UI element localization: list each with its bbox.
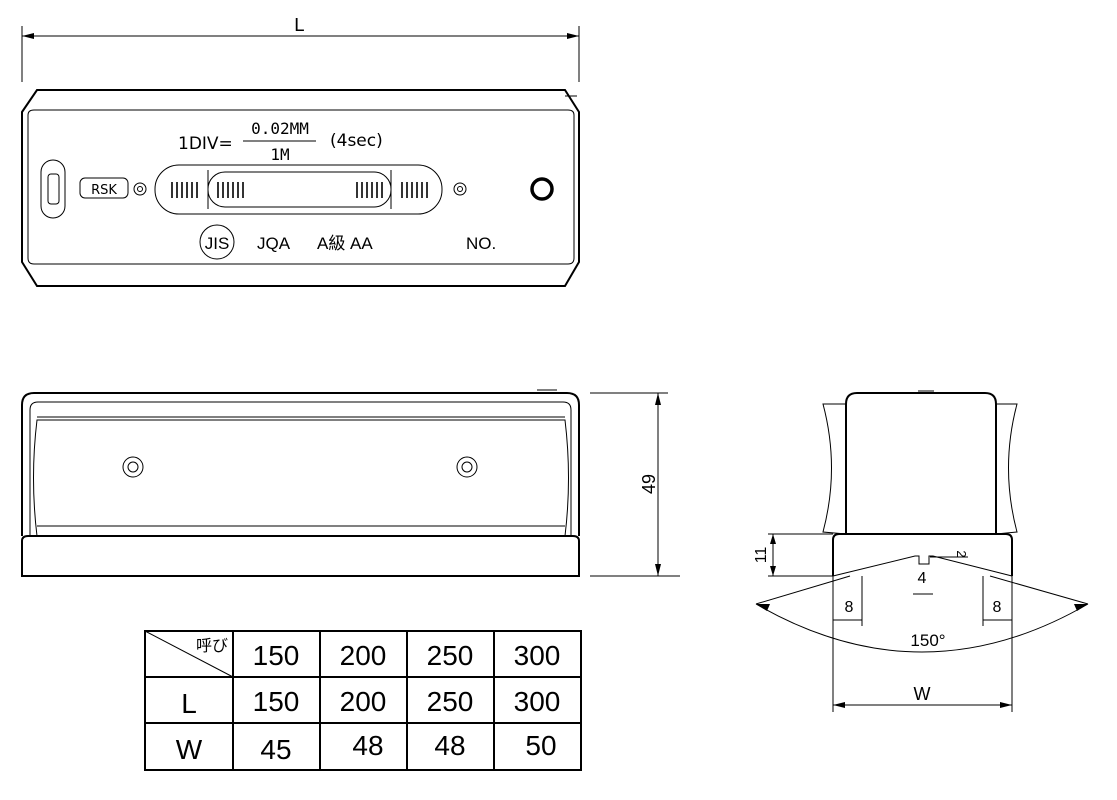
division-numerator: 0.02MM xyxy=(251,119,309,138)
dim-49-arrow-top xyxy=(655,393,661,405)
dim-w-label: W xyxy=(914,684,931,704)
front-screw-right-inner xyxy=(461,461,473,473)
front-screw-left-outer xyxy=(122,456,144,478)
vial-window xyxy=(154,164,443,215)
offset-right-label: 8 xyxy=(993,599,1002,616)
size-table-corner-diagonal xyxy=(144,630,234,678)
size-table-header-cell: 250 xyxy=(427,640,474,671)
front-view-concave-face xyxy=(33,419,569,537)
front-view-upper xyxy=(21,392,580,536)
standard-mark: JQA xyxy=(257,234,291,253)
division-denominator: 1M xyxy=(270,145,289,164)
dim-11-arrow-top xyxy=(770,534,776,544)
size-table-row-label: W xyxy=(176,734,203,765)
jis-mark-icon xyxy=(199,224,235,260)
side-view-v-groove xyxy=(832,555,1013,577)
jis-mark: JIS xyxy=(205,234,230,253)
size-table-cell: 50 xyxy=(525,730,556,761)
front-view-base xyxy=(21,535,580,577)
dim-49-arrow-bottom xyxy=(655,564,661,576)
screw-right-inner xyxy=(457,186,463,192)
side-view: 2 4 11 150° 8 8 W xyxy=(753,390,1089,712)
dim-11-label: 11 xyxy=(753,547,770,564)
division-seconds: (4sec) xyxy=(330,131,383,151)
adjust-slot-inner xyxy=(47,173,60,205)
size-table-cell: 300 xyxy=(514,686,561,717)
division-prefix: 1DIV= xyxy=(178,134,233,154)
dim-l-arrow-left xyxy=(22,33,34,39)
top-view-inner-frame xyxy=(27,109,575,265)
groove-depth-label: 2 xyxy=(954,550,969,557)
dim-w-arrow-right xyxy=(1000,702,1012,708)
dim-w-arrow-left xyxy=(833,702,845,708)
size-table-header-cell: 300 xyxy=(514,640,561,671)
top-view-body xyxy=(21,89,580,287)
size-table-cell: 48 xyxy=(434,730,465,761)
offset-left-label: 8 xyxy=(845,599,854,616)
dim-l-arrow-right xyxy=(567,33,579,39)
angle-label: 150° xyxy=(910,631,945,650)
size-table: 呼び 150 200 250 300 L 150 200 250 300 W 4… xyxy=(144,630,582,771)
size-table-row-label: L xyxy=(181,688,197,719)
side-view-body xyxy=(845,392,997,534)
front-screw-left-inner xyxy=(127,461,139,473)
size-table-cell: 150 xyxy=(253,686,300,717)
groove-width-label: 4 xyxy=(918,570,927,587)
serial-label: NO. xyxy=(466,234,496,253)
top-view: L RSK 1DIV= 0.02MM 1M (4sec) xyxy=(21,15,580,287)
size-table-header-cell: 200 xyxy=(340,640,387,671)
angle-arc xyxy=(755,603,1089,653)
screw-right-outer xyxy=(453,182,467,196)
brand-mark: RSK xyxy=(91,183,117,198)
hole-icon xyxy=(530,177,554,201)
front-screw-right-outer xyxy=(456,456,478,478)
size-table-cell: 45 xyxy=(260,734,291,765)
brand-badge xyxy=(79,177,129,199)
angle-leg-left xyxy=(755,575,851,605)
size-table-cell: 250 xyxy=(427,686,474,717)
front-view-inner-frame xyxy=(29,401,572,536)
screw-left-outer xyxy=(133,182,147,196)
vial-bubble xyxy=(207,171,392,208)
angle-arrow-left xyxy=(756,604,770,611)
side-view-left-groove xyxy=(822,403,847,535)
dim-11-arrow-bottom xyxy=(770,566,776,576)
size-table-cell: 200 xyxy=(340,686,387,717)
adjust-slot xyxy=(40,159,66,219)
side-view-right-groove xyxy=(995,403,1018,535)
size-table-border xyxy=(144,630,582,771)
side-view-base xyxy=(832,533,1013,576)
size-table-corner-label: 呼び xyxy=(196,636,228,655)
vial-graduations xyxy=(171,182,428,198)
size-table-cell: 48 xyxy=(352,730,383,761)
angle-leg-right xyxy=(989,575,1089,605)
screw-left-inner xyxy=(137,186,143,192)
size-table-header-cell: 150 xyxy=(253,640,300,671)
front-view: 49 xyxy=(21,389,680,577)
grade-mark: A級 AA xyxy=(317,234,373,253)
dim-49-label: 49 xyxy=(639,474,659,494)
angle-arrow-right xyxy=(1074,604,1088,611)
dim-l-label: L xyxy=(294,15,304,36)
